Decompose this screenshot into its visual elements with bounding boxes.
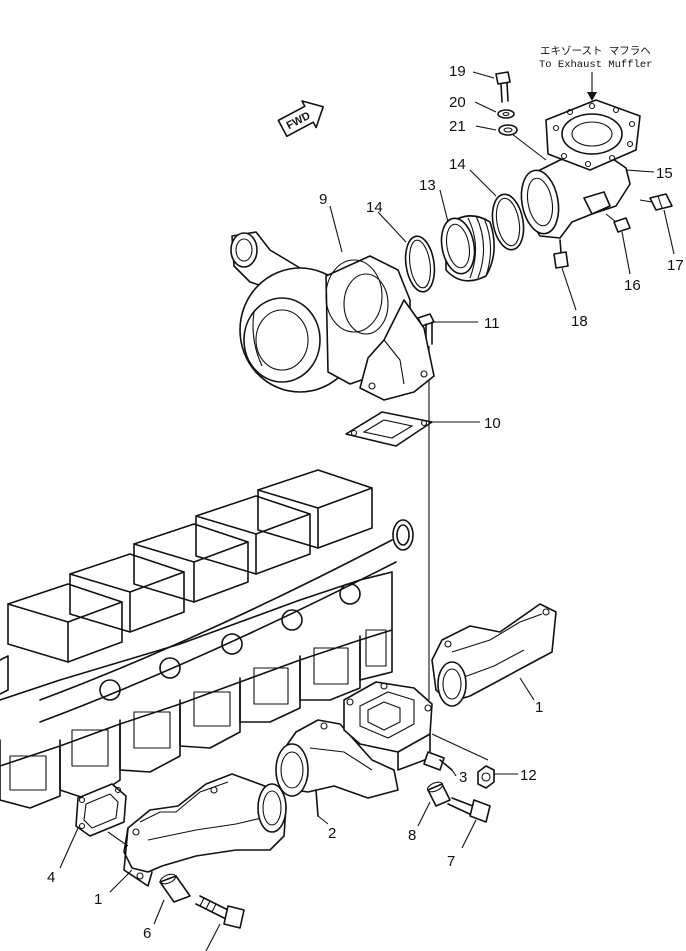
part-14-ring-right <box>491 193 525 251</box>
callout-9: 9 <box>319 191 327 208</box>
callout-19: 19 <box>449 63 466 80</box>
muffler-note: エキゾースト マフラヘ To Exhaust Muffler <box>539 45 652 101</box>
callout-4: 4 <box>47 869 55 886</box>
callout-14-left: 14 <box>366 199 383 216</box>
part-16-plug <box>605 213 631 233</box>
leader-lines <box>59 71 675 951</box>
note-arrow-head <box>587 92 597 101</box>
part-12-nut <box>477 765 495 789</box>
callout-8: 8 <box>408 827 416 844</box>
note-english: To Exhaust Muffler <box>539 59 652 71</box>
callout-numbers: 19 20 21 15 13 14 14 9 11 10 16 17 18 1 … <box>47 63 684 942</box>
callout-18: 18 <box>571 313 588 330</box>
part-bolt-lower <box>195 895 245 929</box>
part-1-manifold-lower <box>123 773 287 887</box>
part-18-stud <box>553 239 569 269</box>
callout-17: 17 <box>667 257 684 274</box>
center-flange-block <box>343 681 433 771</box>
callout-13: 13 <box>419 177 436 194</box>
fwd-arrow: FWD <box>277 100 324 138</box>
callout-21: 21 <box>449 118 466 135</box>
callout-20: 20 <box>449 94 466 111</box>
callout-3: 3 <box>459 769 467 786</box>
part-3-stud <box>423 751 453 771</box>
callout-6: 6 <box>143 925 151 942</box>
note-japanese: エキゾースト マフラヘ <box>540 45 651 58</box>
part-4-gasket <box>75 783 127 837</box>
callout-10: 10 <box>484 415 501 432</box>
part-13-coupling <box>440 215 495 282</box>
part-6-sleeve <box>159 873 191 903</box>
part-9-turbocharger <box>230 231 435 401</box>
callout-14-right: 14 <box>449 156 466 173</box>
part-10-gasket <box>345 411 433 447</box>
part-2-center-pipe <box>275 719 399 817</box>
callout-7: 7 <box>447 853 455 870</box>
part-21-washer <box>498 124 518 136</box>
part-15-exhaust-elbow <box>520 99 641 239</box>
callout-1-lower: 1 <box>94 891 102 908</box>
part-14-ring-left <box>404 235 436 293</box>
part-19-bolt <box>495 71 511 103</box>
callout-1-upper: 1 <box>535 699 543 716</box>
callout-11: 11 <box>484 315 500 332</box>
part-8-sleeve <box>426 781 451 807</box>
callout-2: 2 <box>328 825 336 842</box>
callout-15: 15 <box>656 165 673 182</box>
part-17-fitting <box>639 193 673 211</box>
part-7-bolt <box>447 797 491 823</box>
callout-16: 16 <box>624 277 641 294</box>
engine-block <box>0 469 414 809</box>
part-20-washer <box>497 109 515 119</box>
part-1-manifold-upper <box>431 603 557 707</box>
callout-12: 12 <box>520 767 537 784</box>
